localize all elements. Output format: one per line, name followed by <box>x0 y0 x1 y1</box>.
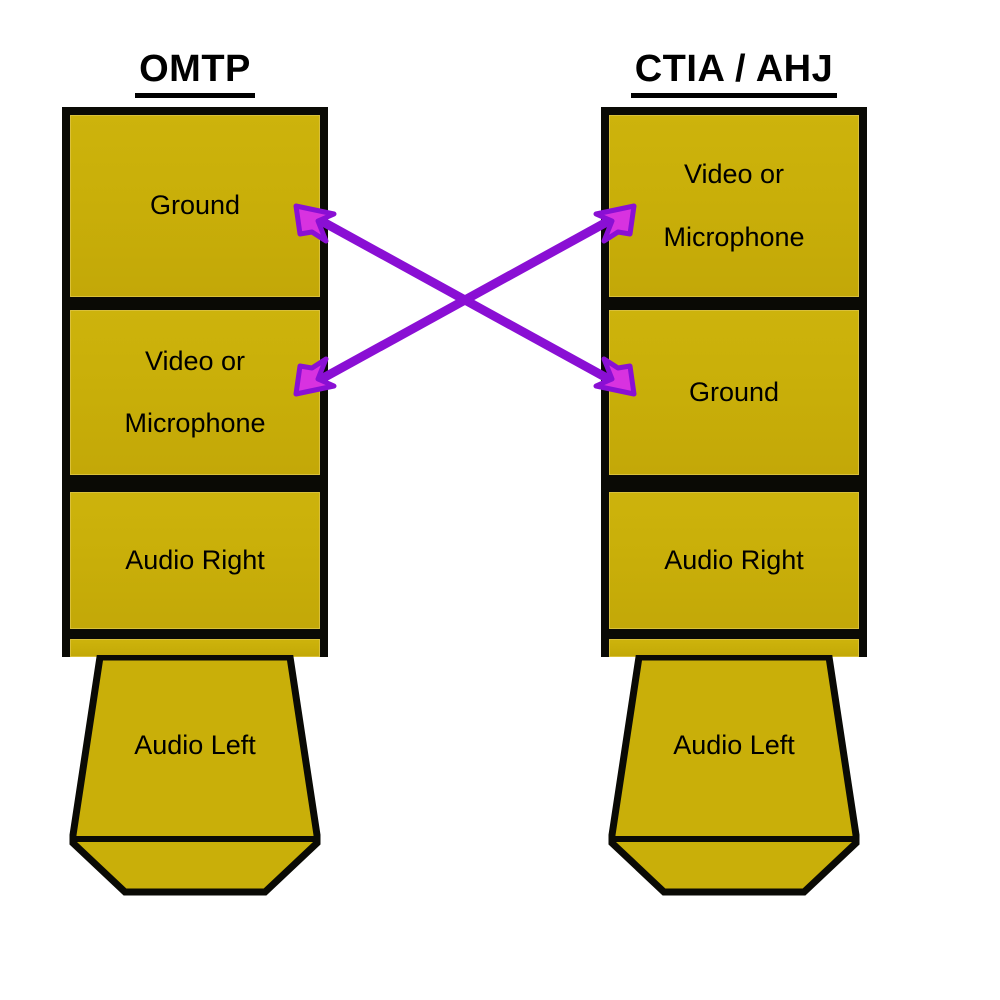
arrow-line <box>302 208 628 392</box>
tip-polygon <box>608 655 860 896</box>
segment-label: Video or Microphone <box>663 159 804 252</box>
segment-label-line2: Microphone <box>663 221 805 252</box>
connector-ctia-ahj: Video or Microphone Ground Audio Right A… <box>601 107 867 897</box>
connector-omtp-segment-video-microphone: Video or Microphone <box>70 310 320 475</box>
title-omtp: OMTP <box>62 48 328 98</box>
segment-label: Audio Right <box>664 544 804 575</box>
arrow-head-start <box>293 356 337 397</box>
arrow-video-microphone-to-ground <box>293 203 637 397</box>
segment-label-line1: Video or <box>683 159 785 190</box>
connector-omtp-segment-audio-right: Audio Right <box>70 492 320 629</box>
connector-ctia-ahj-segment-video-microphone: Video or Microphone <box>609 115 859 297</box>
title-ctia-ahj: CTIA / AHJ <box>601 48 867 98</box>
segment-label-line1: Video or <box>144 345 246 376</box>
arrow-head-end <box>593 203 637 244</box>
arrow-head-end <box>593 356 637 397</box>
segment-label: Audio Right <box>125 544 265 575</box>
title-omtp-text: OMTP <box>135 48 255 98</box>
segment-label: Ground <box>688 376 780 407</box>
segment-label: Ground <box>149 190 241 221</box>
connector-omtp: Ground Video or Microphone Audio Right A… <box>62 107 328 897</box>
segment-label: Video or Microphone <box>124 346 265 439</box>
connector-ctia-ahj-segment-audio-right: Audio Right <box>609 492 859 629</box>
tip-polygon <box>69 655 321 896</box>
connector-omtp-tip-shape <box>69 655 321 896</box>
connector-ctia-ahj-segment-ground: Ground <box>609 310 859 475</box>
title-ctia-ahj-text: CTIA / AHJ <box>630 48 838 98</box>
segment-label-line2: Microphone <box>124 408 266 439</box>
arrow-head-start <box>293 203 337 244</box>
connector-omtp-segment-ground: Ground <box>70 115 320 297</box>
connector-omtp-collar-band <box>70 639 320 657</box>
connector-ctia-ahj-tip-shape <box>608 655 860 896</box>
